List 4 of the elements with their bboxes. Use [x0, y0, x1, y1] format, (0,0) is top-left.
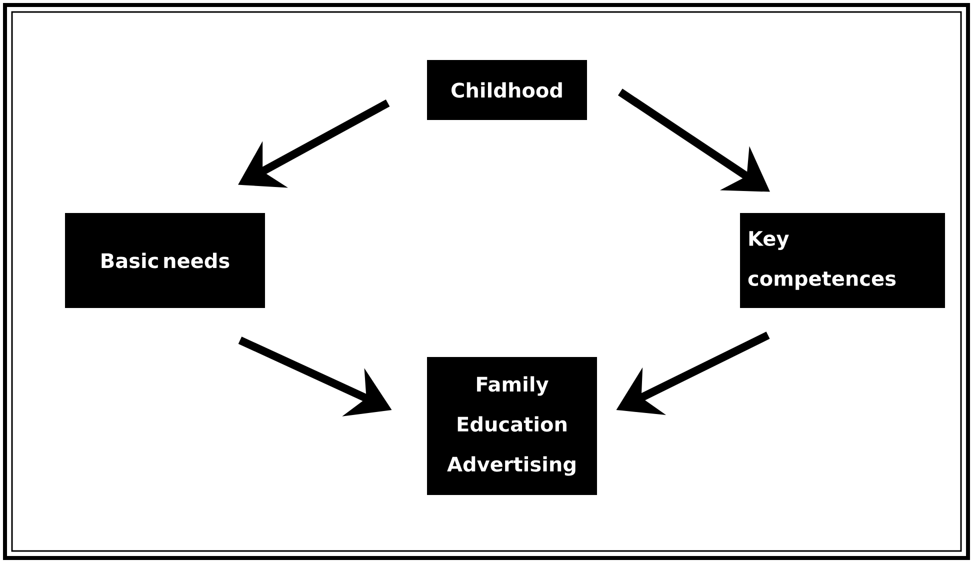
text-box: Childhood — [427, 60, 587, 120]
text-box: Family Education Advertising — [427, 357, 597, 495]
text-box: Basic needs — [65, 213, 265, 308]
text-box: Key competences — [740, 213, 945, 308]
